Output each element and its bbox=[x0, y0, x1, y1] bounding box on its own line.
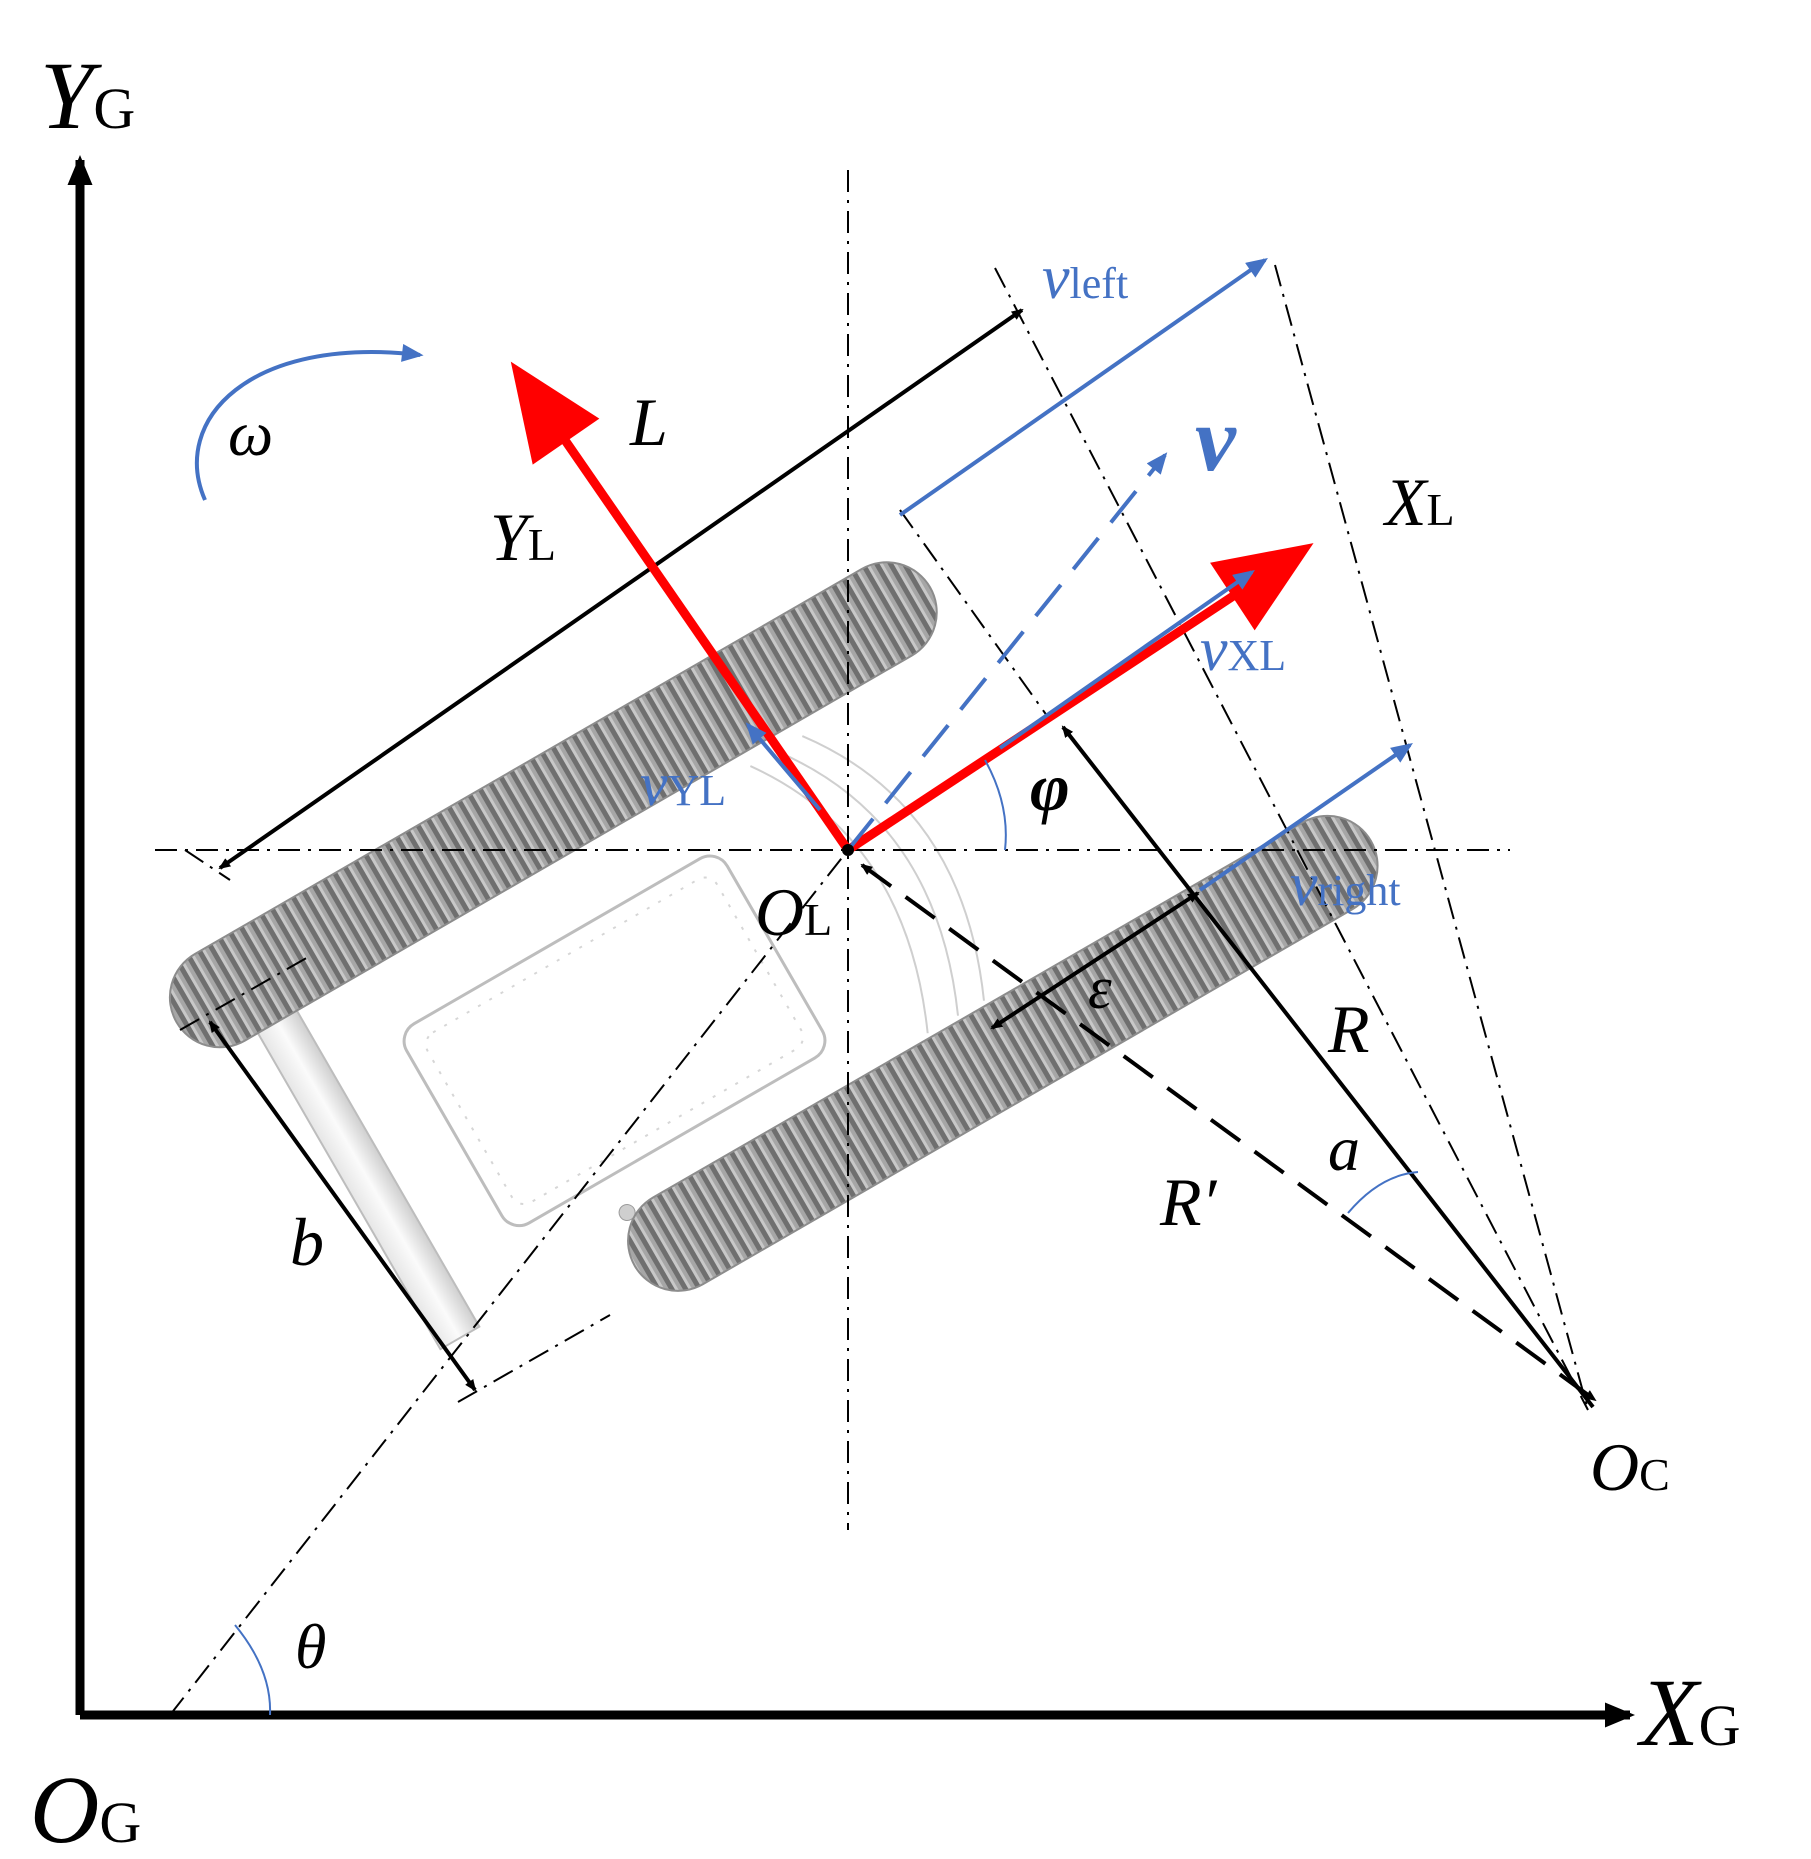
local-y-axis bbox=[510, 361, 852, 853]
v-xl-arrow bbox=[998, 569, 1255, 750]
label-alpha: a bbox=[1328, 1113, 1360, 1184]
theta-angle-arc bbox=[234, 1624, 272, 1716]
label-global-x: XG bbox=[1636, 1659, 1741, 1766]
phi-angle-arc bbox=[984, 759, 1007, 851]
label-global-y: YG bbox=[40, 42, 135, 149]
alpha-angle-arc bbox=[1347, 1171, 1419, 1214]
v-dashed-arrow bbox=[846, 452, 1168, 852]
label-v-right: vright bbox=[1290, 851, 1401, 919]
dimension-arrows bbox=[208, 308, 1597, 1409]
length-dimension-arrow bbox=[218, 308, 1024, 870]
omega-rotation-arrow bbox=[194, 343, 424, 501]
label-radius-prime: R′ bbox=[1159, 1164, 1218, 1240]
track-width-dimension-arrow bbox=[208, 1020, 477, 1392]
label-omega: ω bbox=[228, 398, 273, 469]
radius-prime-arrow bbox=[860, 863, 1597, 1402]
b-ext-top bbox=[179, 955, 311, 1031]
v-right-arrow bbox=[1198, 742, 1413, 892]
label-radius: R bbox=[1327, 991, 1370, 1067]
local-origin-marker bbox=[842, 844, 854, 856]
label-length: L bbox=[629, 384, 668, 460]
chassis-bolt bbox=[618, 1204, 636, 1222]
theta-construction-line bbox=[169, 849, 849, 1716]
b-ext-bottom bbox=[457, 1314, 611, 1403]
local-x-axis bbox=[845, 543, 1314, 854]
global-axes bbox=[67, 155, 1635, 1728]
velocity-arrows bbox=[194, 257, 1419, 1716]
rear-track-edge bbox=[184, 849, 231, 881]
label-v-xl: vXL bbox=[1200, 616, 1286, 684]
label-track-width: b bbox=[290, 1204, 324, 1280]
label-v: v bbox=[1195, 388, 1237, 490]
label-local-x: XL bbox=[1382, 464, 1455, 540]
v-left-arrow bbox=[898, 257, 1268, 517]
label-rotation-center: OC bbox=[1590, 1429, 1670, 1505]
local-axes bbox=[510, 361, 1314, 854]
label-local-y: YL bbox=[490, 499, 556, 575]
label-theta: θ bbox=[295, 1611, 326, 1682]
label-phi: φ bbox=[1030, 749, 1070, 825]
label-global-origin: OG bbox=[30, 1756, 141, 1859]
label-v-yl: vYL bbox=[640, 751, 726, 819]
label-local-origin: OL bbox=[755, 874, 832, 950]
v-yl-arrow bbox=[745, 722, 822, 812]
label-v-left: vleft bbox=[1042, 244, 1128, 312]
label-offset: ε bbox=[1088, 955, 1112, 1021]
